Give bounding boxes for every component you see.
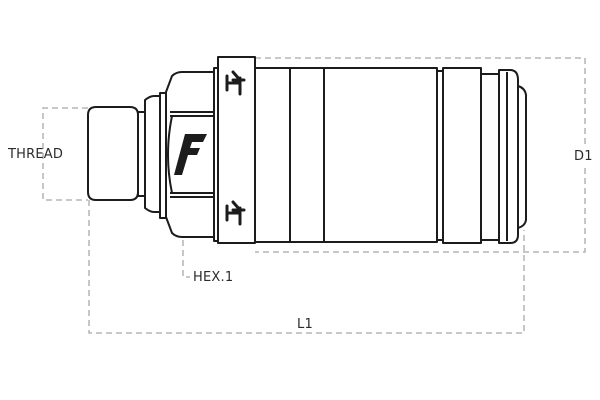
hf-mark-bottom-icon xyxy=(225,200,246,226)
thread-nipple xyxy=(87,106,146,201)
d1-label: D1 xyxy=(574,147,593,166)
thread-label: THREAD xyxy=(8,147,64,162)
logo-band xyxy=(213,56,256,244)
d1-dimension xyxy=(255,57,586,253)
collar xyxy=(144,92,167,219)
sleeve-body xyxy=(254,67,527,244)
thread-dimension xyxy=(42,107,88,201)
f-logo-icon xyxy=(174,134,207,175)
hex-label: HEX.1 xyxy=(193,270,234,285)
hex-nut xyxy=(165,71,215,238)
l1-dimension xyxy=(88,200,525,334)
l1-label: L1 xyxy=(297,317,313,332)
hf-mark-top-icon xyxy=(225,70,246,96)
dimension-lines xyxy=(42,57,586,334)
hex-dimension xyxy=(182,240,190,278)
